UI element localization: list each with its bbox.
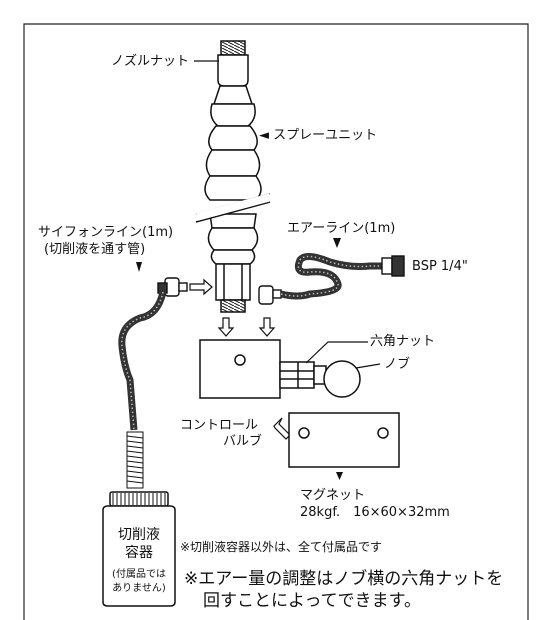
label-siphon-line: サイフォンライン(1m) xyxy=(38,225,174,240)
siphon-elbow xyxy=(157,277,188,297)
bottle-label-4: ありません) xyxy=(112,583,166,594)
page-border xyxy=(23,23,529,620)
note-accessory: ※切削液容器以外は、全て付属品です xyxy=(180,540,383,554)
nozzle-tip xyxy=(217,54,249,87)
label-nozzle-nut: ノズルナット xyxy=(111,54,190,69)
knob xyxy=(323,360,361,398)
hex-fitting xyxy=(215,263,251,301)
spray-unit xyxy=(204,40,262,313)
label-bsp: BSP 1/4" xyxy=(412,259,468,274)
leader-knob xyxy=(355,363,381,369)
bottle-label-3: (付属品では xyxy=(112,569,166,580)
nozzle-nut xyxy=(220,40,246,56)
leader-hex-nut xyxy=(305,341,368,364)
label-control-valve: コントロール xyxy=(180,418,259,433)
air-elbow xyxy=(258,285,282,305)
note-adjust-line2: 回すことによってできます。 xyxy=(203,591,421,611)
label-magnet-spec: 28kgf. 16×60×32mm xyxy=(300,505,450,520)
siphon-arrow xyxy=(189,278,213,296)
siphon-pointer xyxy=(136,262,142,272)
control-valve xyxy=(199,339,361,399)
label-knob: ノブ xyxy=(384,357,411,372)
label-spray-unit: ◄ スプレーユニット xyxy=(259,128,378,143)
fluid-bottle xyxy=(102,491,176,607)
siphon-filter xyxy=(126,431,144,489)
label-hex-nut: 六角ナット xyxy=(370,334,436,349)
bsp-fitting xyxy=(381,255,405,277)
bottle-label-2: 容器 xyxy=(125,545,153,561)
hex-nut xyxy=(279,361,315,389)
siphon-tube xyxy=(118,291,167,431)
magnet xyxy=(288,412,400,468)
label-control-valve-sub: バルブ xyxy=(223,434,263,449)
magnet-pointer xyxy=(336,472,343,480)
down-arrows xyxy=(217,317,276,337)
air-pointer xyxy=(333,238,341,248)
label-air-line: エアーライン(1m) xyxy=(287,221,396,236)
note-adjust-line1: ※エアー量の調整はノブ横の六角ナットを xyxy=(184,569,504,589)
bottle-label-1: 切削液 xyxy=(118,527,160,543)
label-siphon-line-sub: (切削液を通す管) xyxy=(44,242,146,257)
valve-pointer xyxy=(273,417,291,440)
label-magnet: マグネット xyxy=(300,488,366,503)
